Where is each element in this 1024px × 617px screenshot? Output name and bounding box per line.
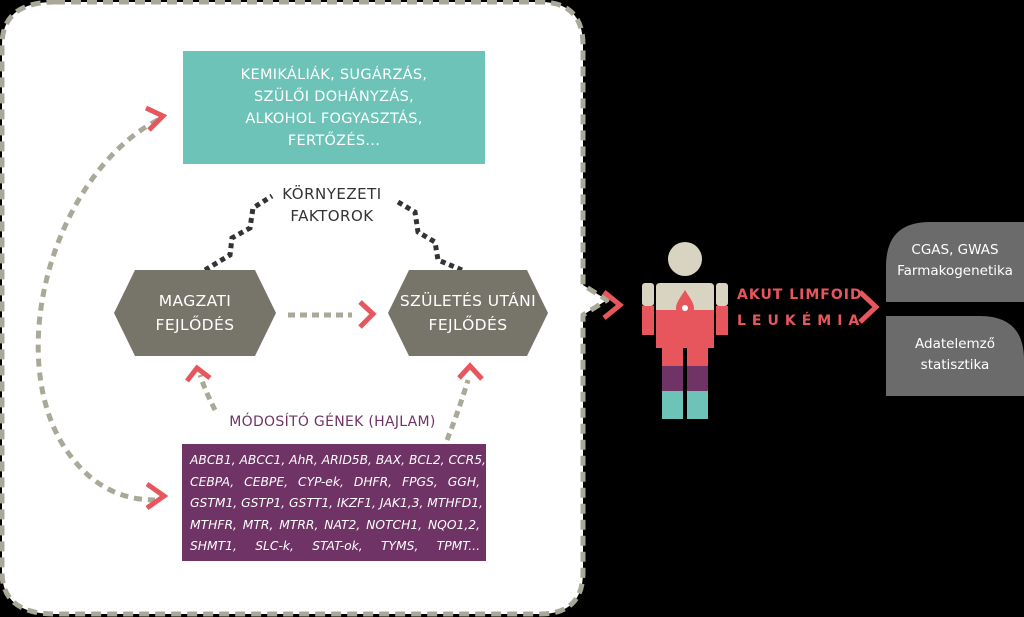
gene-to-fetal-connector (197, 374, 218, 412)
method-panel-1 (886, 222, 1024, 302)
method-label-genetics: CGAS, GWAS Farmakogenetika (897, 242, 1013, 279)
method-panel-2 (886, 316, 1024, 396)
postnatal-hexagon (388, 270, 548, 356)
modifier-genes-box: ABCB1, ABCC1, AhR, ARID5B, BAX, BCL2, CC… (182, 444, 486, 561)
chevron-up-icon (185, 364, 212, 383)
gene-list-line: CEBPA, CEBPE, CYP-ek, DHFR, FPGS, GGH, (190, 474, 480, 489)
chevron-up-icon (457, 362, 484, 381)
child-figure-icon (642, 242, 728, 419)
fetal-hexagon (114, 270, 276, 356)
environmental-factors-label: KÖRNYEZETI FAKTOROK (282, 185, 382, 225)
chevron-right-icon (358, 300, 377, 329)
fetal-development-label: MAGZATI FEJLŐDÉS (155, 292, 235, 334)
gene-list-line: ABCB1, ABCC1, AhR, ARID5B, BAX, BCL2, CC… (190, 453, 486, 467)
chevron-right-icon (858, 290, 880, 324)
blood-drop-icon (676, 290, 694, 317)
chevron-right-icon (144, 105, 168, 132)
env-connector-right (396, 199, 463, 273)
postnatal-development-label: SZÜLETÉS UTÁNI FEJLŐDÉS (399, 292, 537, 334)
gene-list-line: SHMT1, SLC-k, STAT-ok, TYMS, TPMT... (190, 539, 480, 553)
method-label-statistics: Adatelemző statisztika (915, 336, 995, 373)
chevron-right-icon (145, 481, 169, 511)
gene-list-line: GSTM1, GSTP1, GSTT1, IKZF1, JAK1,3, MTHF… (190, 496, 483, 510)
chevron-right-icon (602, 290, 624, 320)
gene-list-line: MTHFR, MTR, MTRR, NAT2, NOTCH1, NQO1,2, (190, 517, 480, 532)
environment-box: KEMIKÁLIÁK, SUGÁRZÁS, SZÜLŐI DOHÁNYZÁS, … (183, 51, 485, 164)
environment-factors-list: KEMIKÁLIÁK, SUGÁRZÁS, SZÜLŐI DOHÁNYZÁS, … (240, 66, 428, 149)
gene-to-postnatal-connector (444, 379, 471, 441)
left-arc-connector (35, 117, 160, 503)
outcome-title-line1: AKUT LIMFOID (737, 287, 863, 303)
outcome-title-line2: LEUKÉMIA (737, 313, 866, 329)
modifier-genes-label: MÓDOSÍTÓ GÉNEK (HAJLAM) (229, 414, 436, 430)
env-connector-left (203, 193, 274, 273)
